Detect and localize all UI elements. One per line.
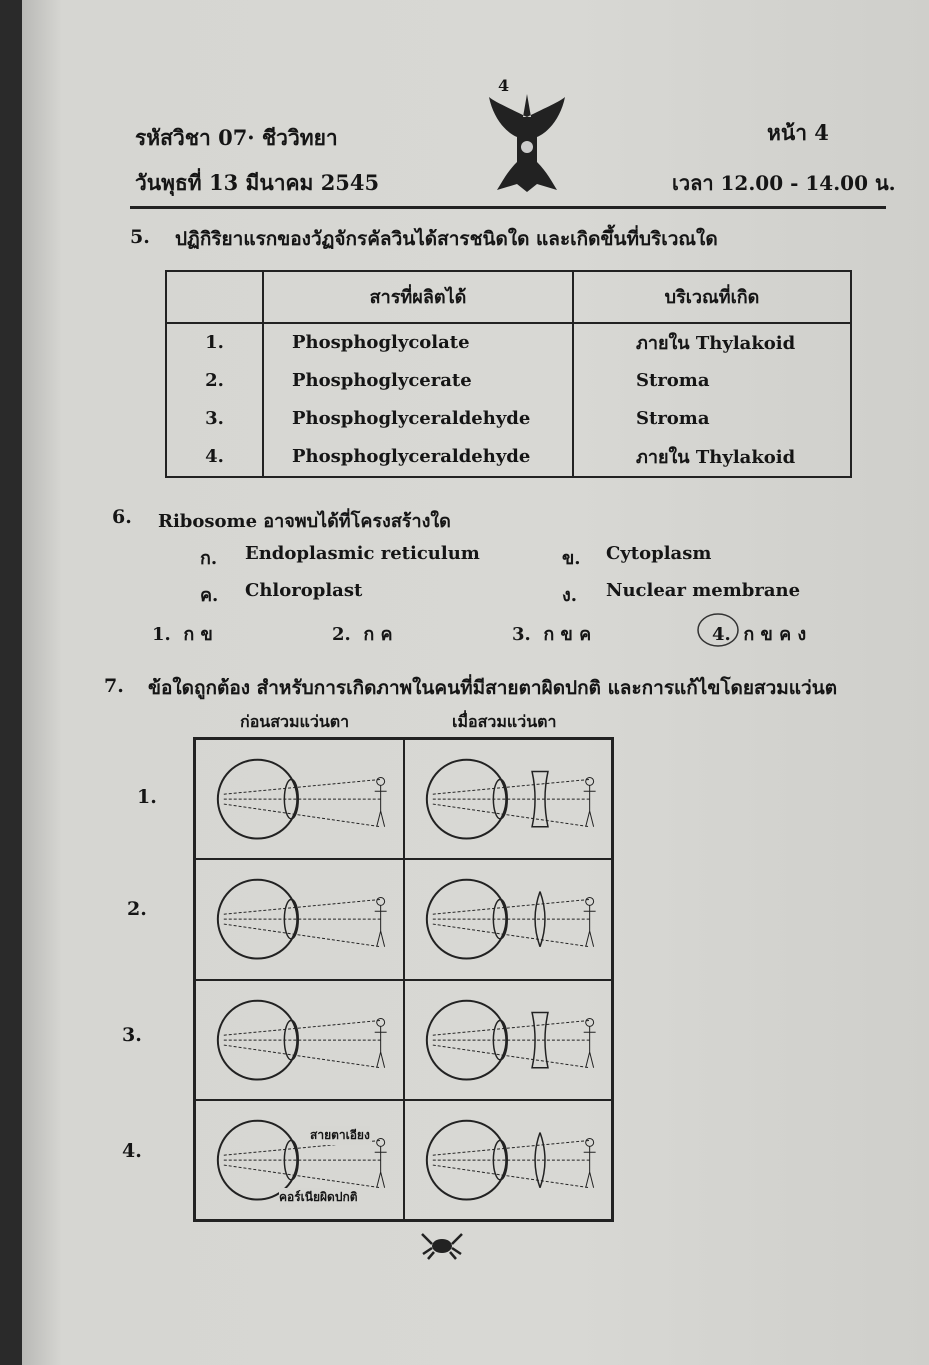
row-label: 3. <box>122 1024 142 1046</box>
location: ภายใน Thylakoid <box>572 437 852 477</box>
col-after-label: เมื่อสวมแว่นตา <box>452 712 557 731</box>
product: Phosphoglyceraldehyde <box>262 437 574 477</box>
q6-text: Ribosome อาจพบได้ที่โครงสร้างใด <box>158 511 451 532</box>
item-key: ข. <box>562 548 581 569</box>
row-number: 1. <box>165 322 264 362</box>
col-before-label: ก่อนสวมแว่นตา <box>240 712 350 731</box>
eye-diagram-grid <box>193 737 614 1222</box>
choice-1[interactable]: 1. ก ข <box>152 624 213 645</box>
exam-time: เวลา 12.00 - 14.00 น. <box>672 171 896 195</box>
before-glasses-eye-diagram <box>195 739 404 860</box>
row-label: 1. <box>137 786 157 808</box>
item-label: Nuclear membrane <box>606 580 801 601</box>
row-label: 2. <box>127 898 147 920</box>
choice-4[interactable]: 4. ก ข ค ง <box>712 624 807 645</box>
row-number: 4. <box>165 437 264 477</box>
item-key: ง. <box>562 585 578 606</box>
after-glasses-eye-diagram <box>403 979 612 1100</box>
location: Stroma <box>572 399 852 438</box>
item-label: Endoplasmic reticulum <box>245 543 480 564</box>
choice-3[interactable]: 3. ก ข ค <box>512 624 592 645</box>
q7-number: 7. <box>104 675 124 697</box>
after-glasses-eye-diagram <box>403 859 612 980</box>
before-glasses-eye-diagram <box>195 979 404 1100</box>
item-key: ก. <box>200 548 218 569</box>
row-number: 2. <box>165 361 264 400</box>
before-glasses-eye-diagram <box>195 859 404 980</box>
subject-code: รหัสวิชา 07· ชีววิทยา <box>135 125 338 150</box>
product: Phosphoglycolate <box>262 322 574 362</box>
exam-date: วันพุธที่ 13 มีนาคม 2545 <box>135 170 380 195</box>
q5-number: 5. <box>130 226 150 248</box>
row-label: 4. <box>122 1140 142 1162</box>
handwritten-circle-mark <box>697 613 739 647</box>
header-divider <box>130 206 886 209</box>
annotation-astigmatism: สายตาเอียง <box>310 1126 370 1145</box>
after-glasses-eye-diagram <box>403 1099 612 1220</box>
garuda-emblem-icon <box>489 94 565 192</box>
item-key: ค. <box>200 585 219 606</box>
product: Phosphoglycerate <box>262 361 574 400</box>
after-glasses-eye-diagram <box>403 739 612 860</box>
col-header: บริเวณที่เกิด <box>572 271 852 324</box>
col-header: สารที่ผลิตได้ <box>262 271 574 324</box>
page-top-number: 4 <box>498 76 510 95</box>
location: Stroma <box>572 361 852 400</box>
q7-text: ข้อใดถูกต้อง สำหรับการเกิดภาพในคนที่มีสา… <box>148 677 838 699</box>
location: ภายใน Thylakoid <box>572 322 852 362</box>
annotation-cornea: คอร์เนียผิดปกติ <box>279 1188 358 1207</box>
item-label: Chloroplast <box>245 580 363 601</box>
crab-icon <box>421 1233 463 1260</box>
exam-page: 4 รหัสวิชา 07· ชีววิทยา วันพุธที่ 13 มีน… <box>22 0 929 1365</box>
choice-2[interactable]: 2. ก ค <box>332 624 393 645</box>
item-label: Cytoplasm <box>606 543 712 564</box>
q6-number: 6. <box>112 506 132 528</box>
product: Phosphoglyceraldehyde <box>262 399 574 438</box>
q5-text: ปฏิกิริยาแรกของวัฏจักรคัลวินได้สารชนิดใด… <box>175 228 718 250</box>
before-glasses-eye-diagram <box>195 1099 404 1220</box>
page-number: หน้า 4 <box>767 120 829 145</box>
col-header <box>165 271 264 324</box>
q5-answer-table: สารที่ผลิตได้บริเวณที่เกิด 1.Phosphoglyc… <box>165 270 852 478</box>
row-number: 3. <box>165 399 264 438</box>
